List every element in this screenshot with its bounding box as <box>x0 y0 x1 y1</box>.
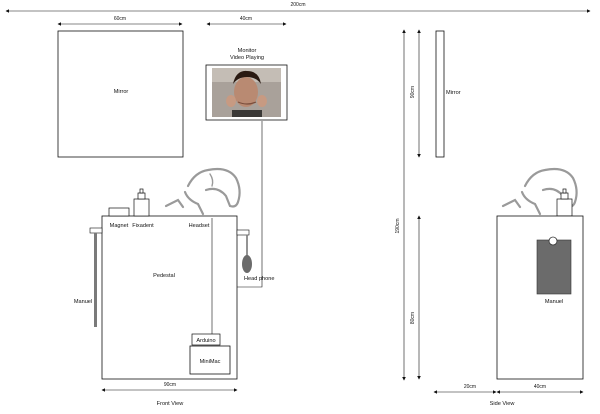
headset-label: Headset <box>189 223 210 229</box>
dim-monitor-width: 40cm <box>206 16 287 26</box>
magnet: Magnet <box>108 207 130 229</box>
video-frame-image <box>212 68 281 117</box>
dim-total-height-label: 190cm <box>395 218 401 233</box>
magnet-label: Magnet <box>110 223 129 229</box>
dim-side-gap-label: 20cm <box>464 384 476 390</box>
fixadent-label: Fixadent <box>132 223 154 229</box>
dim-monitor-width-label: 40cm <box>240 16 252 22</box>
dim-side-depth-label: 40cm <box>534 384 546 390</box>
dim-mirror-width: 60cm <box>57 16 183 26</box>
arduino-label: Arduino <box>196 338 215 344</box>
dim-pedestal-height-label: 80cm <box>410 312 416 324</box>
side-fixadent-bottle-icon <box>556 188 573 217</box>
dim-mirror-width-label: 60cm <box>114 16 126 22</box>
front-manuel-pole: Manuel <box>74 227 103 327</box>
front-mirror: Mirror <box>57 30 184 158</box>
headphone-holder: Head phone <box>236 229 274 282</box>
dim-total-width-label: 200cm <box>290 2 305 8</box>
dim-total-width: 200cm <box>5 2 591 13</box>
monitor-label-line1: Monitor <box>238 48 257 54</box>
fixadent-bottle-icon: Fixadent <box>132 188 154 229</box>
dim-pedestal-width-label: 90cm <box>164 382 176 388</box>
headphone-icon <box>242 255 252 273</box>
dim-side-gap: 20cm <box>433 384 497 394</box>
minimac-label: MiniMac <box>200 359 221 365</box>
side-mirror-label: Mirror <box>446 90 461 96</box>
pedestal-label: Pedestal <box>153 273 175 279</box>
minimac: MiniMac <box>189 345 231 375</box>
front-view-title: Front View <box>157 401 185 407</box>
side-manuel-label: Manuel <box>545 299 563 305</box>
dim-mirror-height: 90cm <box>410 29 421 158</box>
front-manuel-label: Manuel <box>74 299 92 305</box>
front-mirror-label: Mirror <box>114 89 129 95</box>
side-view-title: Side View <box>490 401 516 407</box>
dim-side-depth: 40cm <box>496 384 584 394</box>
dim-mirror-height-label: 90cm <box>410 86 416 98</box>
dim-total-height: 190cm <box>395 29 406 381</box>
monitor: Monitor Video Playing <box>205 48 288 121</box>
arduino: Arduino <box>191 333 221 346</box>
dim-pedestal-height: 80cm <box>410 215 421 380</box>
dim-pedestal-width: 90cm <box>101 382 238 392</box>
side-mirror: Mirror <box>435 30 461 158</box>
monitor-label-line2: Video Playing <box>230 55 264 61</box>
headset-sketch-icon <box>164 167 241 216</box>
headphone-label: Head phone <box>244 276 274 282</box>
side-manuel-device: Manuel <box>536 236 572 305</box>
